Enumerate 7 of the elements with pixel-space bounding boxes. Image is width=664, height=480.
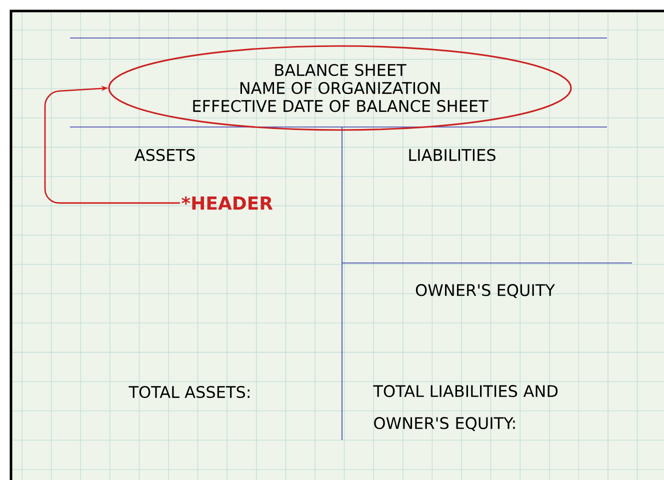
section-label: TOTAL LIABILITIES AND OWNER'S EQUITY:	[373, 385, 558, 431]
section-label: ASSETS	[134, 148, 195, 162]
section-label: OWNER'S EQUITY	[416, 284, 555, 298]
callout-text: *HEADER	[182, 196, 273, 210]
section-label: TOTAL ASSETS:	[128, 386, 250, 398]
arrow	[44, 86, 180, 204]
section-label: LIABILITIES	[409, 148, 496, 162]
